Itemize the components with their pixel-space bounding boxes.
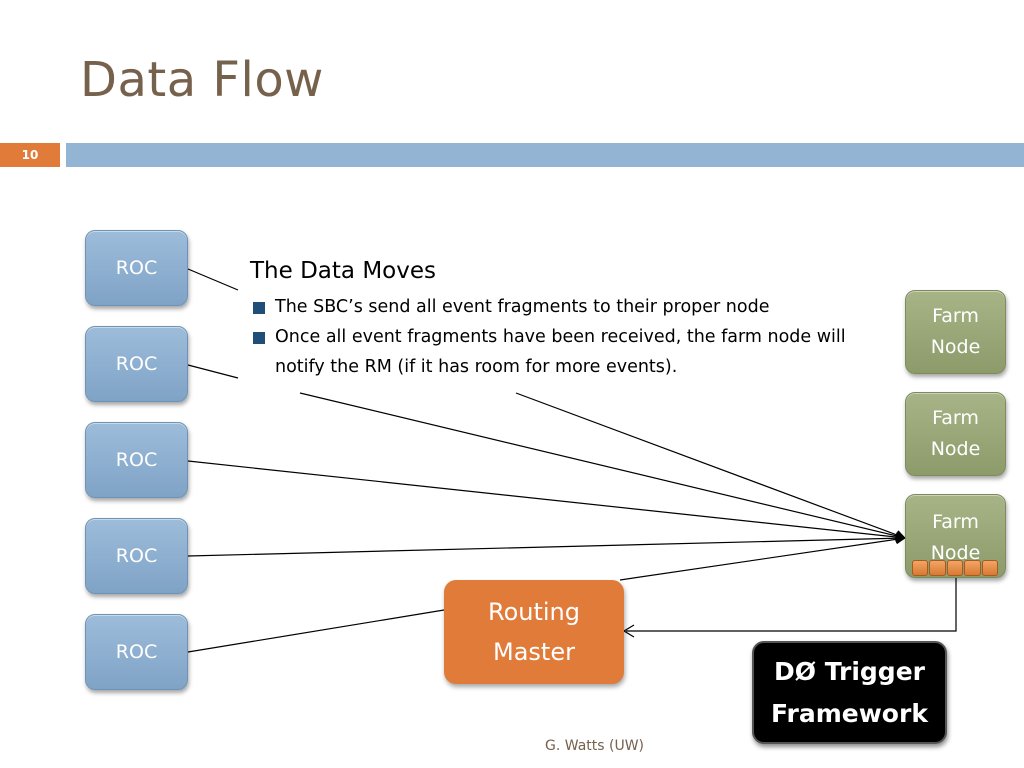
data-flow-line	[515, 392, 906, 540]
trigger-framework-box: DØ Trigger Framework	[752, 641, 947, 744]
farm-node-label: Farm	[932, 407, 979, 429]
farm-node: Farm Node	[905, 392, 1006, 476]
bullet-item: The SBC’s send all event fragments to th…	[250, 292, 870, 322]
trigger-framework-label: DØ Trigger	[774, 656, 925, 686]
bullet-square-icon	[253, 332, 265, 344]
routing-master-box: Routing Master	[444, 580, 624, 684]
text-heading: The Data Moves	[250, 258, 436, 284]
roc-connector-line	[187, 364, 239, 379]
data-flow-line	[187, 533, 906, 557]
routing-master-label: Routing	[487, 598, 580, 626]
buffer-slot	[912, 560, 929, 576]
routing-master-label: Master	[493, 638, 575, 666]
bullet-text: The SBC’s send all event fragments to th…	[275, 297, 770, 317]
roc-to-rm-line	[187, 609, 445, 653]
roc-box: ROC	[85, 230, 188, 306]
bullet-square-icon	[253, 302, 265, 314]
data-flow-line	[187, 460, 906, 543]
farm-node-label: Farm	[932, 305, 979, 327]
text-block: The Data Moves The SBC’s send all event …	[250, 258, 870, 382]
header-rule	[66, 143, 1024, 167]
farm-node: Farm Node	[905, 290, 1006, 374]
farm-node-label: Node	[930, 438, 981, 460]
buffer-slot	[929, 560, 946, 576]
roc-box: ROC	[85, 614, 188, 690]
footer-author: G. Watts (UW)	[545, 738, 645, 754]
data-flow-line	[619, 534, 906, 581]
bullet-item: Once all event fragments have been recei…	[250, 322, 870, 382]
bullet-text: Once all event fragments have been recei…	[275, 327, 846, 377]
data-flow-line	[299, 392, 906, 541]
farm-node-label: Farm	[932, 511, 979, 533]
farm-node-label: Node	[930, 336, 981, 358]
roc-connector-line	[187, 268, 239, 291]
roc-box: ROC	[85, 326, 188, 402]
roc-box: ROC	[85, 422, 188, 498]
slide-number: 10	[0, 143, 60, 167]
notify-rm-line	[626, 578, 957, 632]
event-buffer	[912, 560, 999, 576]
notify-rm-arrowhead	[622, 624, 635, 638]
trigger-framework-label: Framework	[771, 698, 928, 728]
roc-box: ROC	[85, 518, 188, 594]
buffer-slot	[964, 560, 981, 576]
slide-title: Data Flow	[80, 52, 324, 108]
buffer-slot	[981, 560, 999, 576]
farm-node-label: Node	[930, 542, 981, 564]
buffer-slot	[946, 560, 964, 576]
